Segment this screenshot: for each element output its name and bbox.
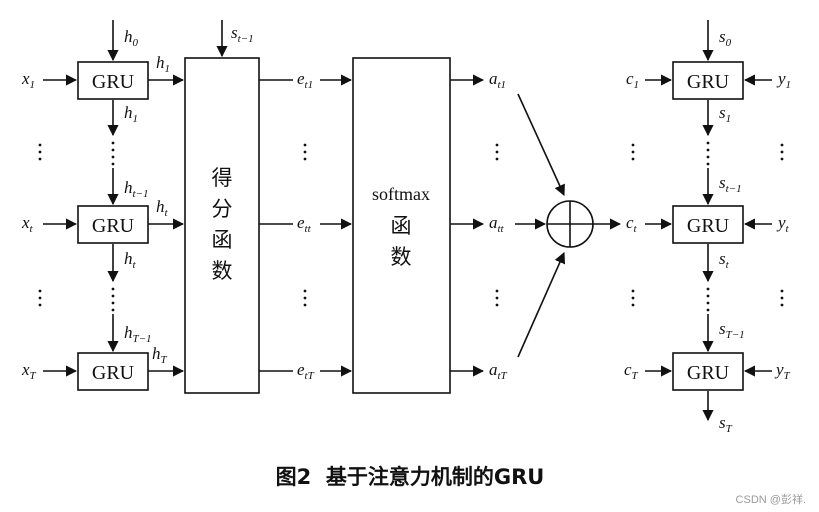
arrow-a1-sum xyxy=(517,93,565,197)
label-s0: s0 xyxy=(719,27,732,49)
softmax-char-2: 数 xyxy=(391,245,412,269)
energy-vdots-2 xyxy=(303,289,307,307)
label-yt: yt xyxy=(776,213,790,235)
context-vdots-1 xyxy=(631,143,635,161)
encoder-gru-box-1 xyxy=(77,61,149,100)
label-e-t1: et1 xyxy=(297,69,313,91)
score-char-1: 得 xyxy=(212,166,233,190)
label-s1-down: s1 xyxy=(719,103,731,125)
output-vdots-2 xyxy=(780,289,784,307)
label-ht-down: ht xyxy=(124,249,137,271)
label-yT: yT xyxy=(774,360,791,382)
label-e-tt: ett xyxy=(297,213,312,235)
figure-caption: 图2 基于注意力机制的GRU xyxy=(276,465,545,489)
label-a-t1: at1 xyxy=(489,69,506,91)
label-s-prev: st−1 xyxy=(231,23,254,45)
decoder-gru-label-T: GRU xyxy=(687,362,730,384)
label-h1-out: h1 xyxy=(156,53,170,75)
encoder-gru-label-T: GRU xyxy=(92,362,135,384)
score-function-box xyxy=(184,57,260,394)
label-h0: h0 xyxy=(124,27,139,49)
softmax-box xyxy=(352,57,451,394)
encoder-gru-label-1: GRU xyxy=(92,71,135,93)
arrow-aT-sum xyxy=(517,251,566,358)
watermark: CSDN @彭祥. xyxy=(736,492,806,506)
score-char-4: 数 xyxy=(212,259,233,283)
label-c1: c1 xyxy=(626,69,639,91)
decoder-gru-box-t xyxy=(672,205,744,244)
softmax-char-1: 函 xyxy=(391,214,412,238)
label-sT-out: sT xyxy=(719,413,733,435)
label-x1: x1 xyxy=(21,69,35,91)
decoder-gru-box-T xyxy=(672,352,744,391)
score-char-2: 分 xyxy=(212,197,233,221)
decoder-gru-label-t: GRU xyxy=(687,215,730,237)
score-char-3: 函 xyxy=(212,228,233,252)
label-hT-out: hT xyxy=(152,344,168,366)
label-xt: xt xyxy=(21,213,34,235)
decoder-vdots-2 xyxy=(706,287,710,312)
label-context: ct xyxy=(626,213,638,235)
label-h1-down: h1 xyxy=(124,103,138,125)
encoder-vdots-2 xyxy=(111,287,115,312)
label-y1: y1 xyxy=(776,69,791,91)
input-vdots-1 xyxy=(38,143,42,161)
output-vdots-1 xyxy=(780,143,784,161)
encoder-gru-box-t xyxy=(77,205,149,244)
input-vdots-2 xyxy=(38,289,42,307)
weight-vdots-1 xyxy=(495,143,499,161)
softmax-label: softmax xyxy=(372,184,430,204)
decoder-gru-box-1 xyxy=(672,61,744,100)
encoder-vdots-1 xyxy=(111,141,115,166)
label-hT-1: hT−1 xyxy=(124,323,152,345)
label-a-tt: att xyxy=(489,213,505,235)
label-ht-1: ht−1 xyxy=(124,178,148,200)
label-ht-out: ht xyxy=(156,197,169,219)
context-vdots-2 xyxy=(631,289,635,307)
weight-vdots-2 xyxy=(495,289,499,307)
label-st-1: st−1 xyxy=(719,173,742,195)
encoder-gru-label-t: GRU xyxy=(92,215,135,237)
label-sT-1: sT−1 xyxy=(719,319,745,341)
decoder-vdots-1 xyxy=(706,141,710,166)
decoder-gru-label-1: GRU xyxy=(687,71,730,93)
label-st-down: st xyxy=(719,249,730,271)
label-cT: cT xyxy=(624,360,639,382)
encoder-gru-box-T xyxy=(77,352,149,391)
label-xT: xT xyxy=(21,360,37,382)
label-e-tT: etT xyxy=(297,360,315,382)
energy-vdots-1 xyxy=(303,143,307,161)
label-a-tT: atT xyxy=(489,360,508,382)
